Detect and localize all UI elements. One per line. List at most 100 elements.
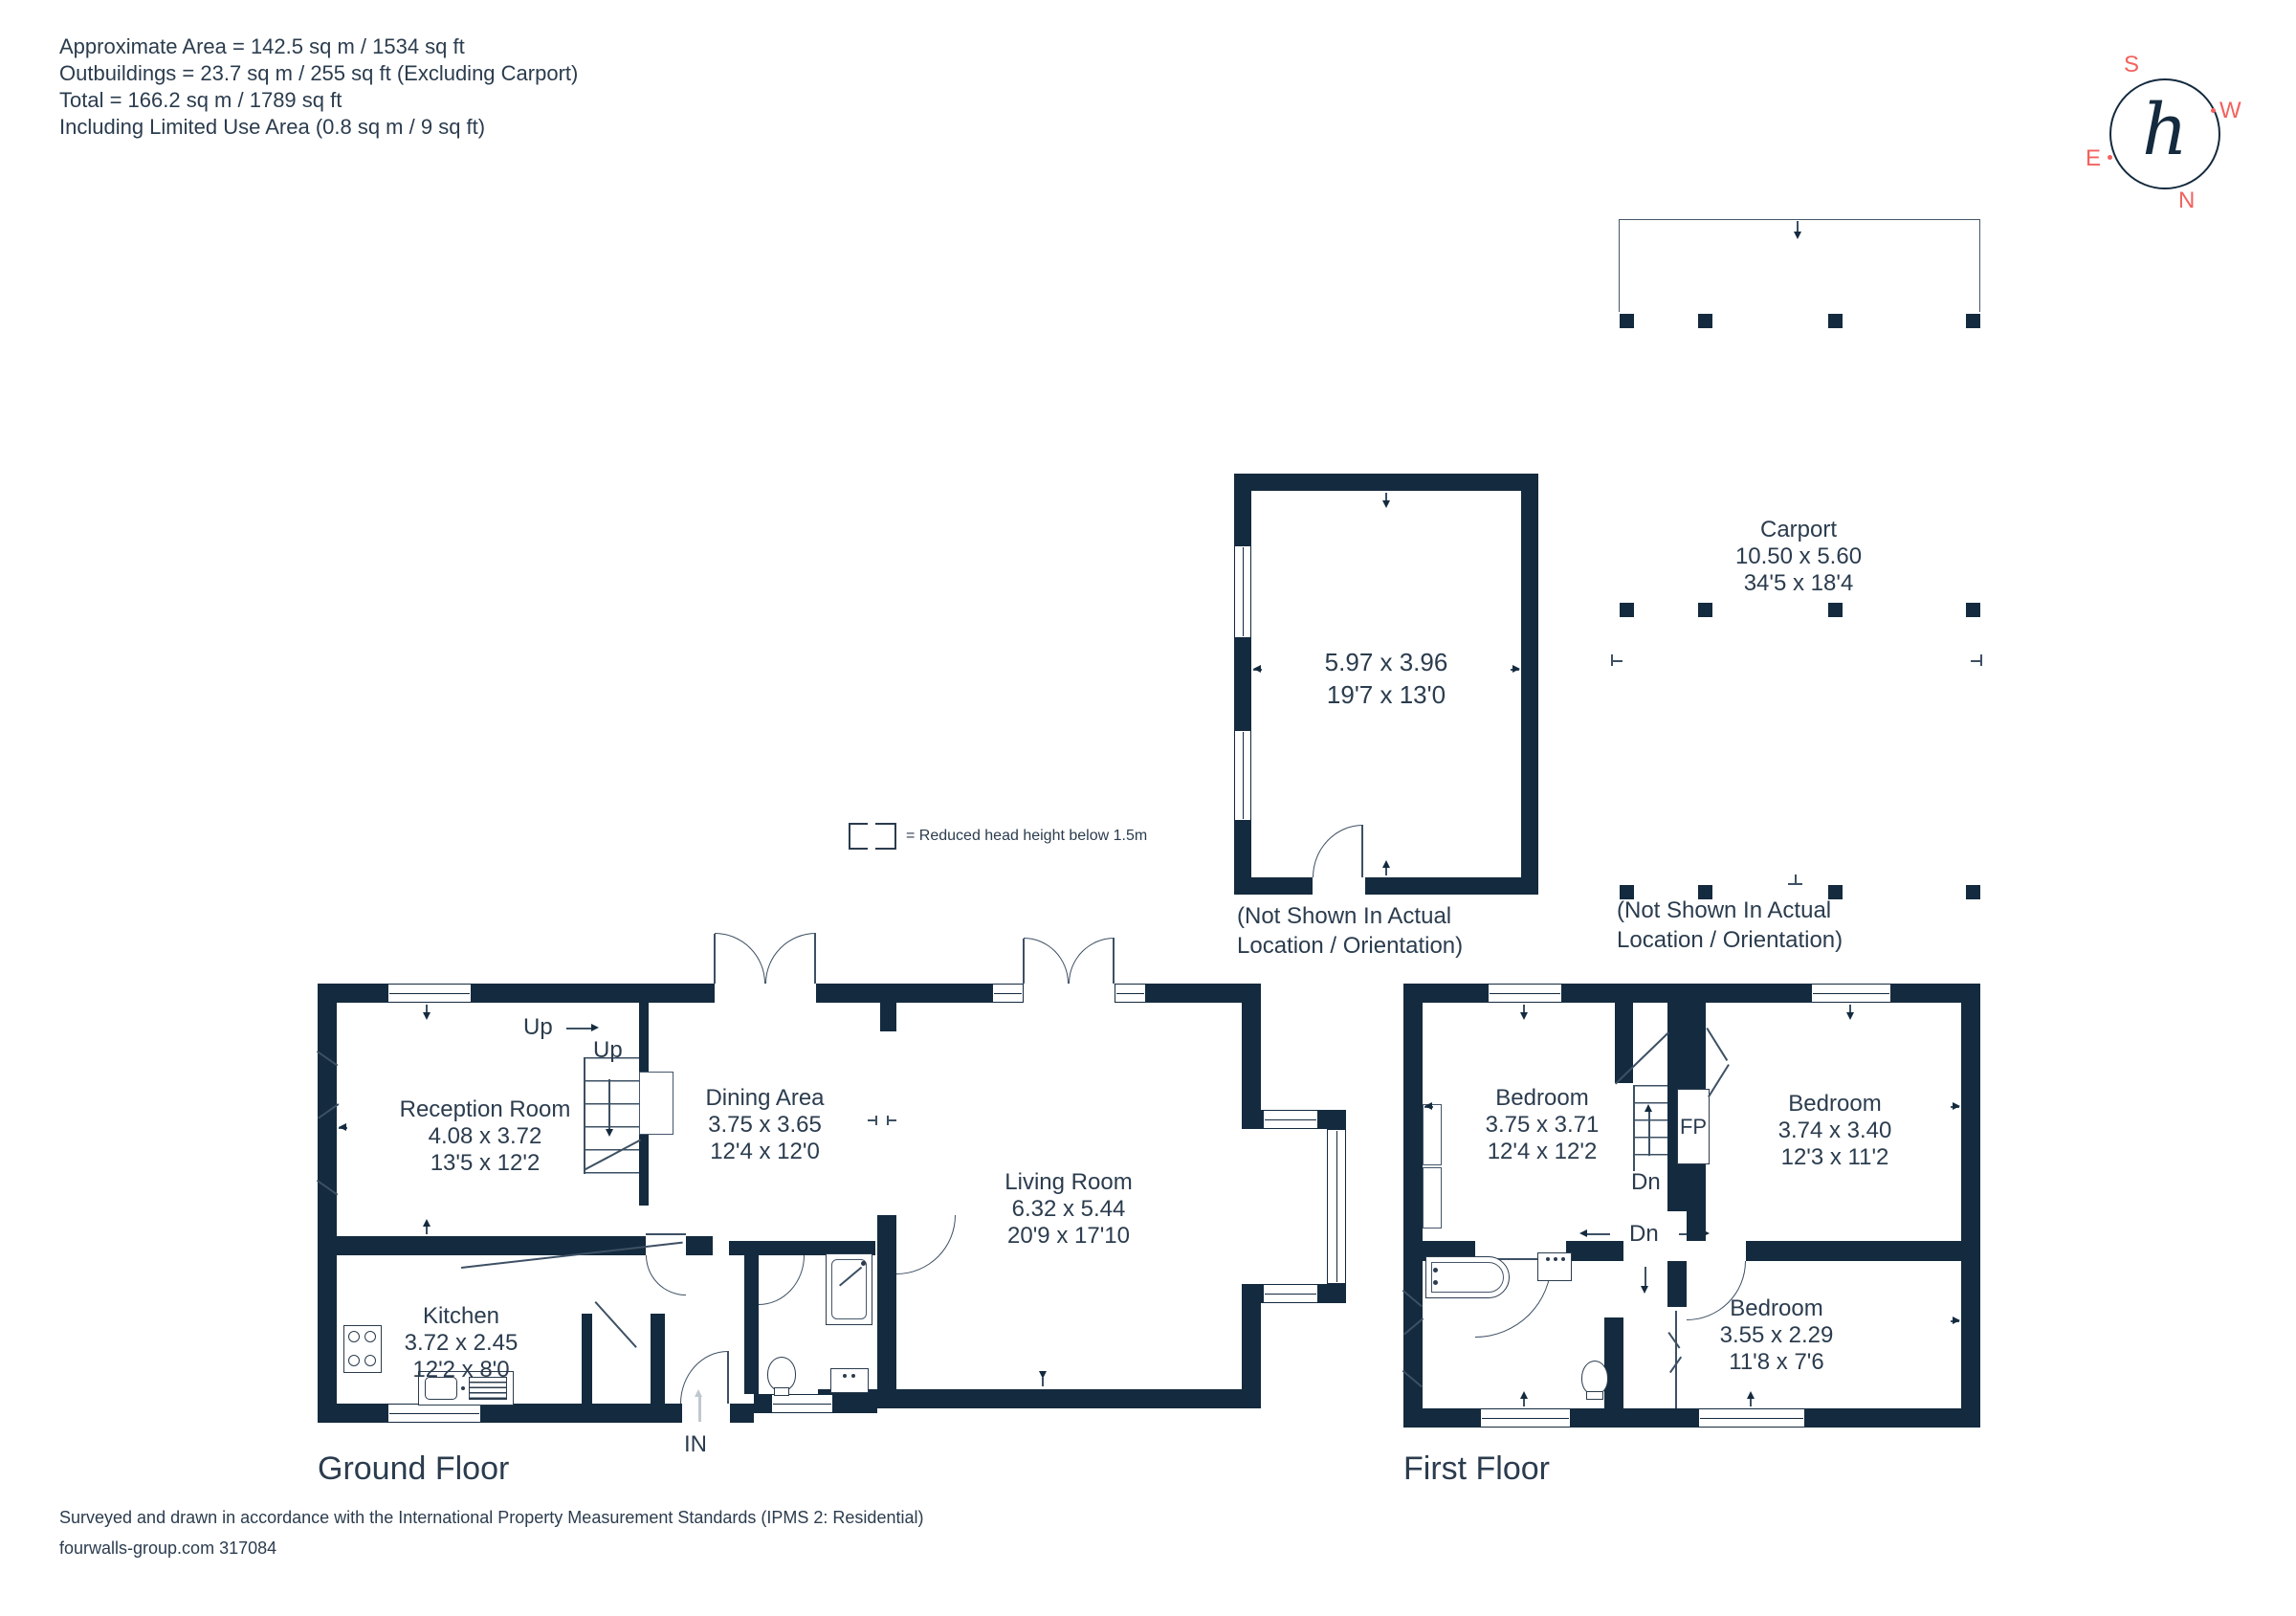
dimension-tick — [1953, 1102, 1960, 1110]
dimension-tick — [426, 1005, 428, 1013]
angled-wall-mark — [1706, 1028, 1729, 1061]
carport-post — [1828, 885, 1843, 899]
window — [1488, 984, 1562, 1003]
room-size-imperial: 20'9 x 17'10 — [1007, 1223, 1130, 1249]
carport-post — [1698, 314, 1712, 328]
note-line: (Not Shown In Actual — [1237, 903, 1452, 929]
fireplace: FP — [1677, 1089, 1710, 1164]
door-leaf — [714, 934, 716, 984]
wall — [1687, 1003, 1706, 1089]
window — [1263, 1284, 1318, 1303]
dimension-tick — [1849, 1005, 1851, 1013]
stairs-down-label: Dn — [1629, 1221, 1659, 1247]
wall — [651, 1314, 665, 1404]
basin-tap — [843, 1374, 847, 1378]
window — [1263, 1110, 1318, 1129]
door-arc — [1313, 825, 1363, 877]
room-name: Carport — [1759, 517, 1838, 542]
wall — [1746, 1241, 1980, 1261]
room-size-imperial: 12'3 x 11'2 — [1780, 1144, 1889, 1170]
dimension-tick — [1385, 493, 1387, 501]
dimension-tick — [1795, 874, 1797, 884]
dimension-tick — [1747, 1391, 1755, 1399]
compass-monogram: h — [2142, 89, 2188, 171]
legend: = Reduced head height below 1.5m — [847, 819, 1248, 857]
entrance-arrow — [695, 1389, 702, 1397]
wardrobe — [1423, 1104, 1442, 1165]
bedroom1-label: Bedroom 3.75 x 3.71 12'4 x 12'2 — [1423, 1085, 1662, 1165]
entrance-door-arc — [680, 1351, 728, 1404]
hob-burner — [348, 1331, 360, 1342]
wall — [686, 1236, 713, 1255]
carport-post — [1966, 314, 1980, 328]
window — [387, 1404, 481, 1423]
toilet — [774, 1387, 789, 1396]
room-size-metric: 4.08 x 3.72 — [428, 1123, 542, 1149]
dimension-tick — [1520, 1391, 1528, 1399]
window — [1698, 1408, 1805, 1428]
bay-window — [1327, 1129, 1346, 1284]
ground-floor-plan: Up Up IN — [317, 933, 1360, 1457]
room-name: Bedroom — [1788, 1091, 1882, 1117]
stair-direction-arrow — [1648, 1112, 1650, 1156]
compass-circle: h — [2109, 78, 2220, 189]
wall — [1242, 1003, 1261, 1110]
wall — [1242, 1303, 1261, 1408]
carport-post — [1828, 314, 1843, 328]
living-room-label: Living Room 6.32 x 5.44 20'9 x 17'10 — [930, 1169, 1207, 1250]
basin — [1537, 1252, 1572, 1281]
up-arrow — [566, 1028, 591, 1029]
dimension-tick — [339, 1123, 346, 1131]
staircase-edge — [1633, 1085, 1635, 1171]
room-name: Kitchen — [422, 1303, 500, 1329]
wall — [818, 1389, 1261, 1408]
dimension-tick — [1523, 1005, 1525, 1013]
landing-arrow — [1641, 1286, 1648, 1294]
wall — [472, 984, 715, 1003]
carport-plan: Carport 10.50 x 5.60 34'5 x 18'4 (Not Sh… — [1611, 219, 1988, 985]
ground-floor-title: Ground Floor — [318, 1450, 510, 1487]
room-size-metric: 3.72 x 2.45 — [404, 1330, 519, 1356]
room-size-metric: 3.74 x 3.40 — [1777, 1118, 1892, 1143]
door-leaf — [727, 1351, 729, 1404]
wall — [318, 1404, 682, 1423]
room-size-metric: 10.50 x 5.60 — [1734, 543, 1863, 569]
compass-south-label: S — [2124, 52, 2140, 77]
toilet — [1586, 1391, 1603, 1400]
wall — [744, 1255, 759, 1394]
wall — [1521, 474, 1538, 895]
carport-post — [1828, 603, 1843, 617]
kitchen-label: Kitchen 3.72 x 2.45 12'2 x 8'0 — [346, 1303, 576, 1384]
carport-roof-outline — [1619, 219, 1980, 312]
note-line: Location / Orientation) — [1617, 927, 1843, 953]
toilet — [1581, 1361, 1608, 1395]
bedroom3-label: Bedroom 3.55 x 2.29 11'8 x 7'6 — [1633, 1295, 1920, 1376]
carport-post — [1966, 885, 1980, 899]
wall — [1234, 821, 1251, 895]
dimension-tick — [868, 1119, 875, 1121]
approximate-area-text: Approximate Area = 142.5 sq m / 1534 sq … — [59, 34, 465, 58]
dining-area-label: Dining Area 3.75 x 3.65 12'4 x 12'0 — [624, 1085, 906, 1165]
up-arrow — [591, 1024, 599, 1031]
bedroom2-label: Bedroom 3.74 x 3.40 12'3 x 11'2 — [1706, 1091, 1964, 1171]
room-size-imperial: 12'2 x 8'0 — [412, 1357, 510, 1383]
carport-post — [1698, 885, 1712, 899]
dimension-tick — [423, 1219, 430, 1227]
door-leaf — [814, 934, 816, 984]
door-leaf — [1113, 939, 1115, 984]
room-size-metric: 3.55 x 2.29 — [1719, 1322, 1834, 1348]
compass-west-label: W — [2219, 98, 2241, 123]
compass-west-dot — [2211, 108, 2216, 113]
dimension-tick — [1788, 883, 1802, 885]
landing-arrow — [1579, 1229, 1587, 1237]
staircase-edge — [584, 1057, 585, 1174]
room-name: Bedroom — [1495, 1085, 1589, 1111]
note-line: (Not Shown In Actual — [1617, 897, 1832, 923]
dimension-tick — [1953, 1317, 1960, 1324]
wall — [318, 1003, 337, 1236]
door-leaf — [1475, 1258, 1566, 1260]
reduced-head-height-icon — [849, 823, 868, 850]
note-line: Location / Orientation) — [1237, 933, 1464, 959]
wall — [318, 984, 387, 1003]
